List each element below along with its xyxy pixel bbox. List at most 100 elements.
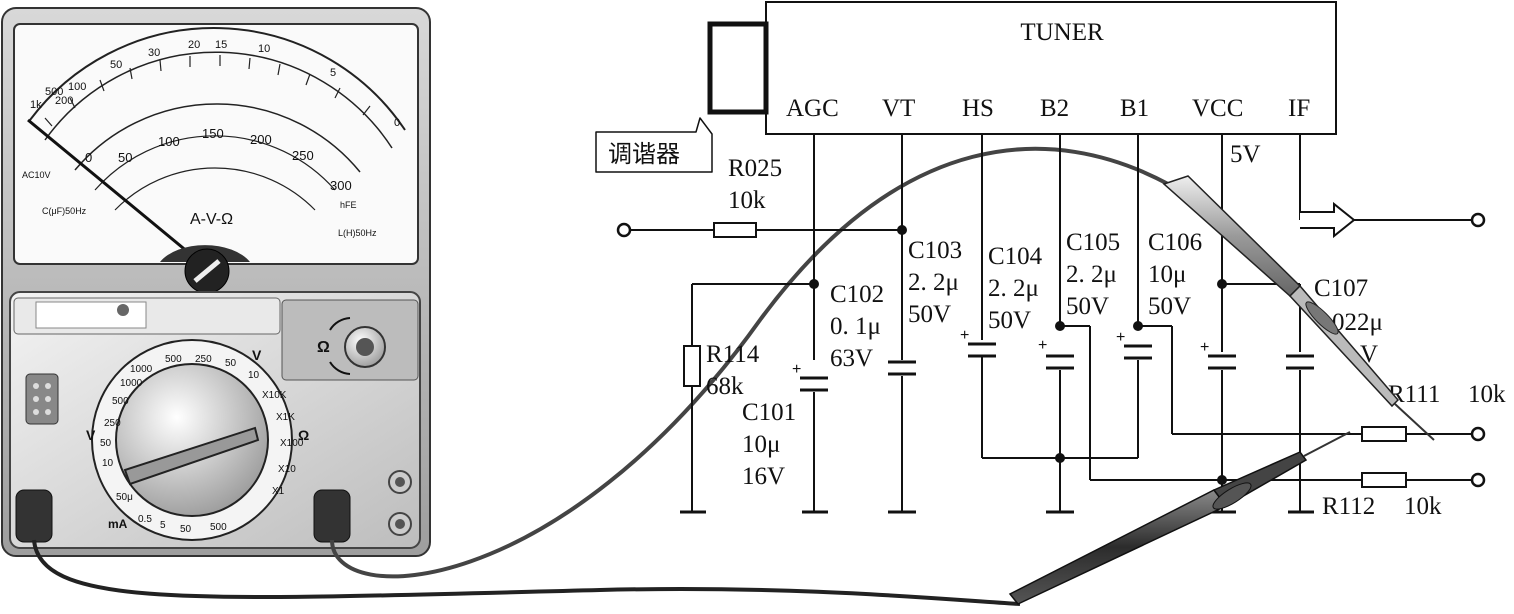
scale-label: 250 — [292, 148, 314, 163]
svg-text:+: + — [1200, 339, 1209, 356]
c106-voltage: 50V — [1148, 293, 1191, 320]
c103-voltage: 50V — [908, 301, 951, 328]
range-label: 10 — [248, 370, 260, 381]
c102-name: C102 — [830, 281, 884, 308]
capacitor-plates — [800, 342, 1314, 392]
c105-name: C105 — [1066, 229, 1120, 256]
meter-scales — [29, 27, 406, 211]
c107-value: 022μ — [1332, 309, 1383, 336]
ohm-adjust-arrow-up — [329, 317, 351, 331]
range-label: 500 — [165, 354, 182, 365]
svg-text:+: + — [1038, 337, 1047, 354]
terminals — [616, 212, 1486, 488]
scale-label: 200 — [55, 95, 73, 107]
meter-dial-label: A-V-Ω — [190, 211, 233, 228]
positive-jack-plug[interactable] — [313, 489, 351, 543]
range-label: 50 — [180, 524, 192, 535]
range-label: 1000 — [120, 378, 143, 389]
range-label: 500 — [112, 396, 129, 407]
r111-value: 10k — [1468, 381, 1506, 408]
sub-scale-labels: AC10V C(μF)50Hz L(H)50Hz hFE — [22, 170, 377, 238]
range-selector-dial[interactable] — [115, 363, 269, 517]
pin-label-hs: HS — [962, 95, 994, 122]
if-output-terminal — [1470, 212, 1486, 228]
r111-name: R111 — [1388, 381, 1440, 408]
resistor-r112 — [1361, 472, 1407, 488]
c104-name: C104 — [988, 243, 1043, 270]
scale-label: 50 — [110, 59, 122, 71]
range-label: X10 — [278, 464, 296, 475]
selector-range-labels: 1000 500 250 50 10 X10K X1K X100 X10 X1 … — [100, 354, 304, 535]
red-probe[interactable] — [1162, 175, 1435, 441]
scale-label: 150 — [202, 126, 224, 141]
ma-symbol: mA — [108, 517, 128, 531]
range-label: X10K — [262, 390, 287, 401]
pin-label-b2: B2 — [1040, 95, 1069, 122]
pin-label-vt: VT — [882, 95, 915, 122]
range-label: X100 — [280, 438, 304, 449]
c105-value: 2. 2μ — [1066, 261, 1117, 288]
r112-value: 10k — [1404, 493, 1442, 520]
component-labels: R025 10k R114 68k C101 10μ 16V C102 0. 1… — [706, 155, 1506, 520]
ohm-range-symbol: Ω — [298, 427, 309, 443]
scale-ticks — [44, 55, 371, 127]
range-label: 5 — [160, 520, 166, 531]
c104-value: 2. 2μ — [988, 275, 1039, 302]
range-selector-pointer[interactable] — [123, 426, 260, 486]
jack-hole — [395, 519, 405, 529]
c104-voltage: 50V — [988, 307, 1031, 334]
c103-name: C103 — [908, 237, 962, 264]
red-probe-lead — [330, 146, 1171, 579]
mid-scale-labels: 0 50 100 150 200 250 300 — [85, 126, 352, 193]
range-label: 250 — [104, 418, 121, 429]
c101-value: 10μ — [742, 431, 780, 458]
tuner-antenna-port — [707, 21, 769, 115]
c106-name: C106 — [1148, 229, 1202, 256]
range-label: 0.5 — [138, 514, 152, 525]
black-probe[interactable] — [1008, 431, 1351, 605]
jack-hole — [395, 477, 405, 487]
scale-label: 500 — [45, 86, 63, 98]
schematic-wires — [630, 134, 1476, 512]
agc-input-terminal — [616, 222, 632, 238]
range-label: X1 — [272, 486, 285, 497]
ohm-symbol: Ω — [317, 339, 330, 356]
inductance-range-label: L(H)50Hz — [338, 228, 377, 238]
cap-range-label: C(μF)50Hz — [42, 206, 87, 216]
r111-terminal — [1470, 426, 1486, 442]
scale-label: 300 — [330, 178, 352, 193]
scale-label: 5 — [330, 67, 336, 79]
svg-text:+: + — [960, 327, 969, 344]
polarity-marks: + + + + + — [792, 327, 1209, 378]
tuner-schematic: TUNER 调谐器 AGC VT HS B2 B1 VCC IF 5V — [595, 1, 1506, 520]
c102-voltage: 63V — [830, 345, 873, 372]
acv-symbol: V — [86, 427, 96, 443]
transistor-socket[interactable] — [25, 373, 59, 425]
tuner-pin-labels: AGC VT HS B2 B1 VCC IF — [786, 95, 1310, 122]
range-label: 10 — [102, 458, 114, 469]
scale-label: 0 — [85, 150, 92, 165]
r114-name: R114 — [706, 341, 760, 368]
r025-value: 10k — [728, 187, 766, 214]
r114-value: 68k — [706, 373, 744, 400]
range-label: 500 — [210, 522, 227, 533]
pin-label-if: IF — [1288, 95, 1310, 122]
svg-text:+: + — [1116, 329, 1125, 346]
c101-voltage: 16V — [742, 463, 785, 490]
brand-plate — [35, 301, 147, 329]
svg-text:+: + — [792, 361, 801, 378]
r112-terminal — [1470, 472, 1486, 488]
hfe-label: hFE — [340, 200, 357, 210]
range-label: 1000 — [130, 364, 153, 375]
c102-value: 0. 1μ — [830, 313, 881, 340]
r025-name: R025 — [728, 155, 782, 182]
range-label: X1K — [276, 412, 295, 423]
scale-label: 1k — [30, 99, 42, 111]
dcv-symbol: V — [252, 347, 262, 363]
c105-voltage: 50V — [1066, 293, 1109, 320]
vcc-supply-label: 5V — [1230, 141, 1261, 168]
resistor-r114 — [683, 345, 701, 387]
com-jack-plug[interactable] — [15, 489, 53, 543]
if-output-arrow — [1300, 201, 1356, 239]
